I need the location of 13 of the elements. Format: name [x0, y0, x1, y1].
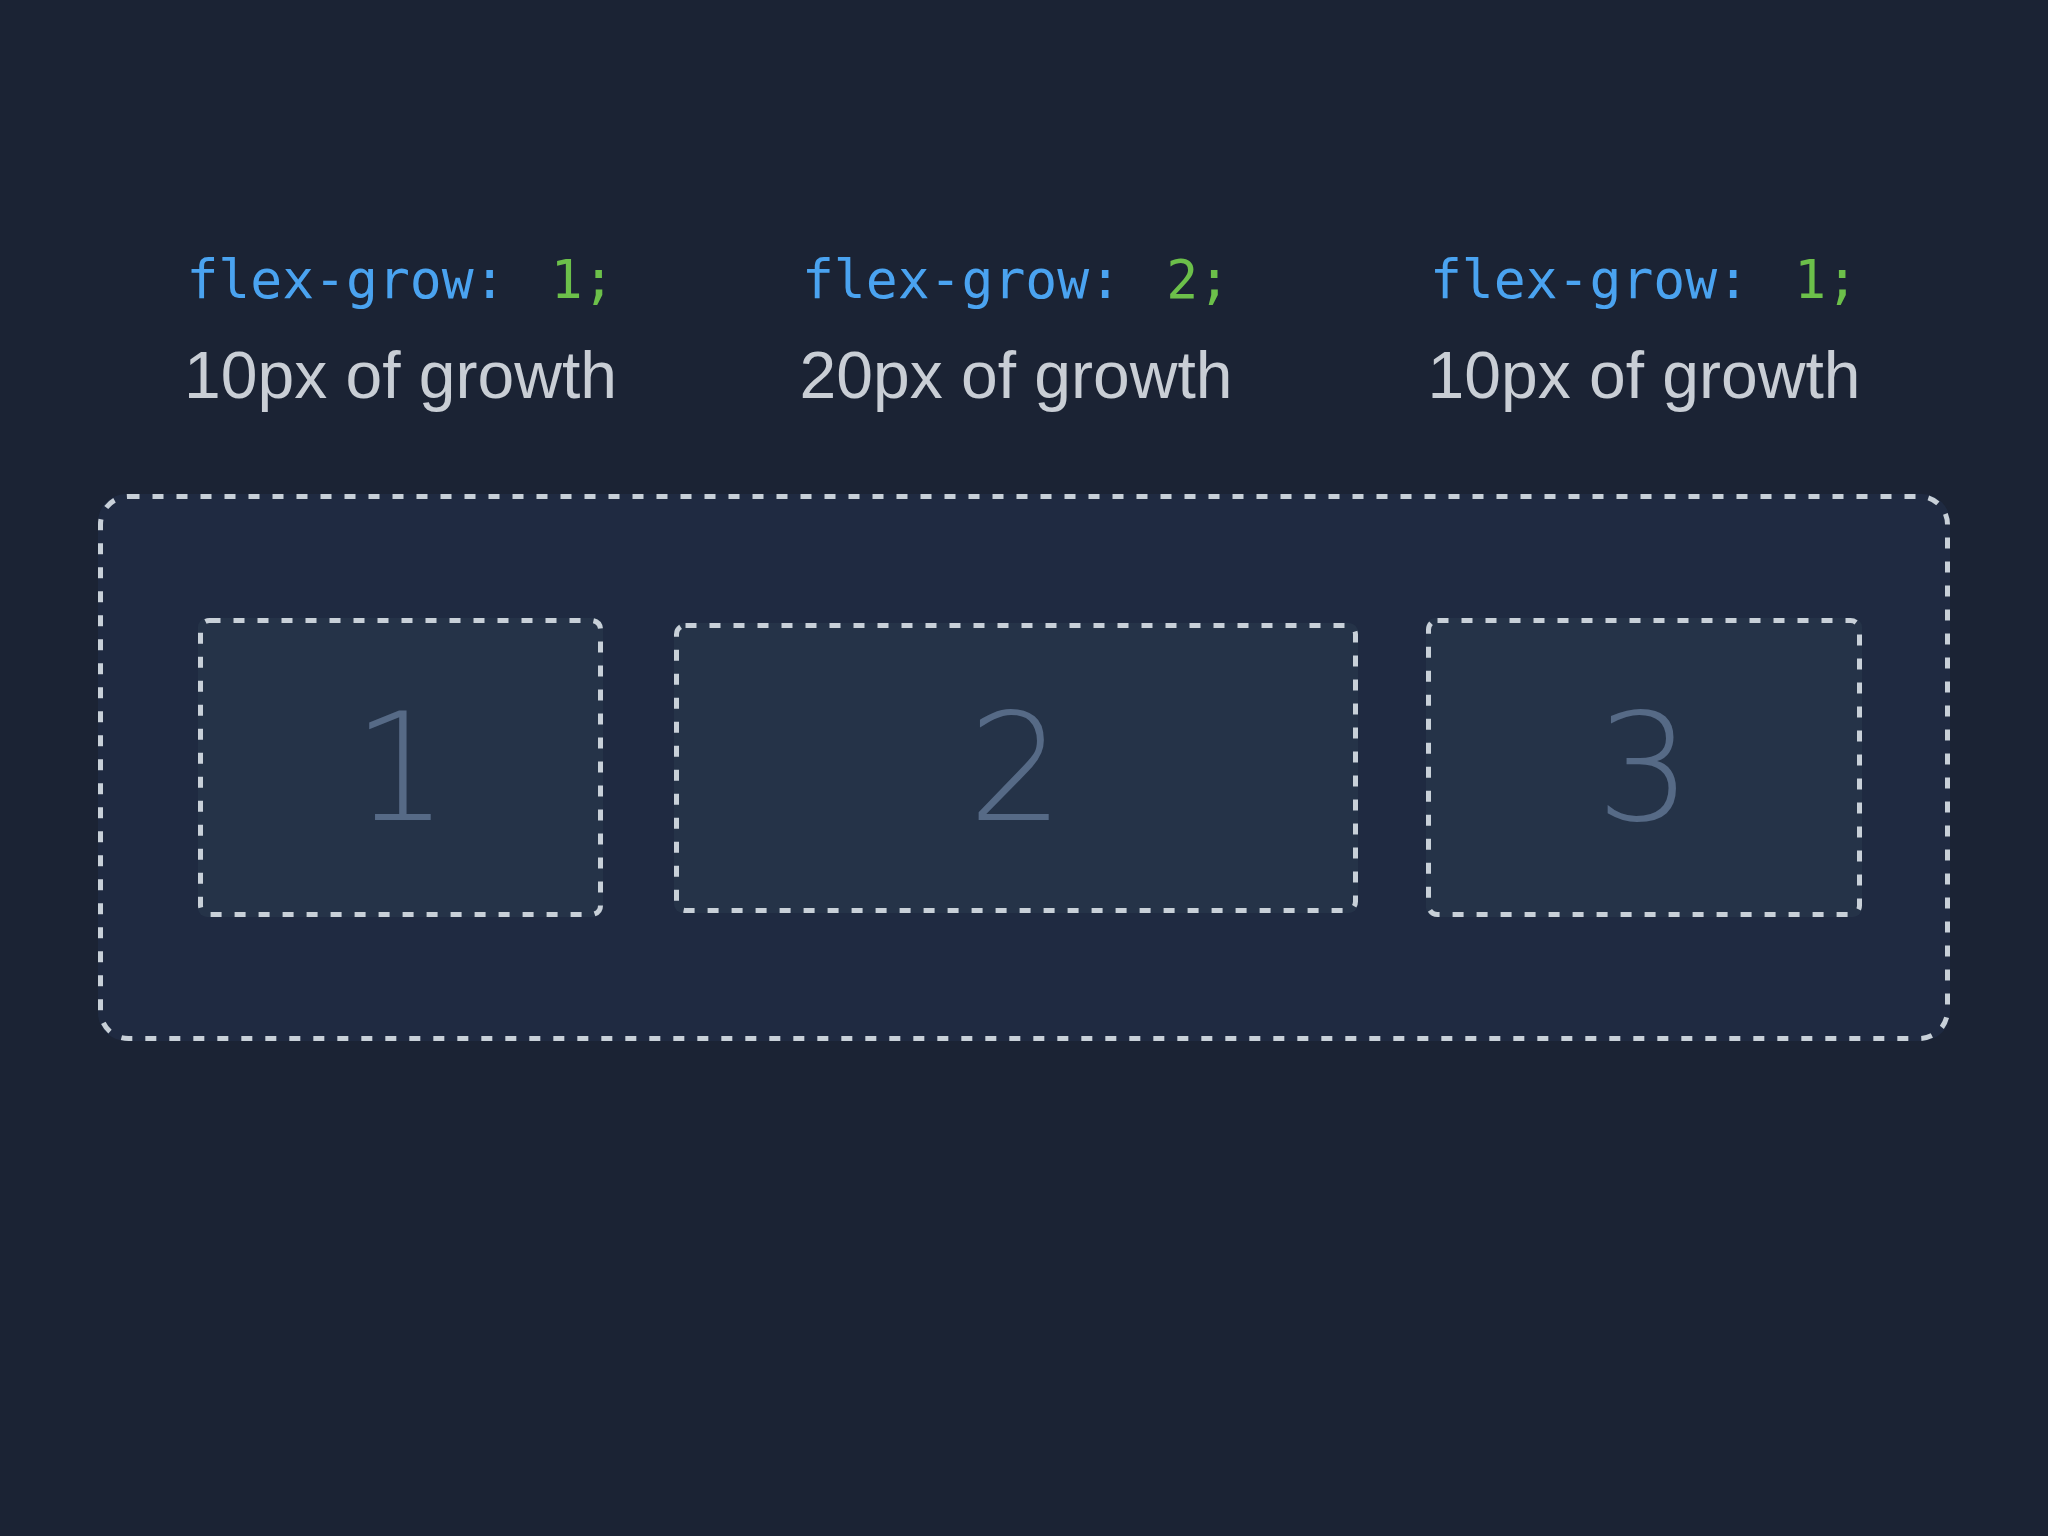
css-declaration: flex-grow: 1;: [186, 248, 615, 312]
growth-caption: 20px of growth: [799, 337, 1233, 414]
item-number: 3: [1596, 692, 1692, 843]
flex-item: [198, 618, 603, 917]
flex-item: [674, 623, 1358, 913]
css-declaration: flex-grow: 2;: [801, 248, 1231, 312]
flex-container: [98, 494, 1950, 1041]
flex-item: [1426, 618, 1862, 917]
growth-caption: 10px of growth: [1427, 337, 1861, 414]
growth-caption: 10px of growth: [184, 337, 617, 414]
item-number: 2: [968, 693, 1064, 843]
css-declaration: flex-grow: 1;: [1429, 248, 1859, 312]
item-number: 1: [352, 692, 449, 843]
